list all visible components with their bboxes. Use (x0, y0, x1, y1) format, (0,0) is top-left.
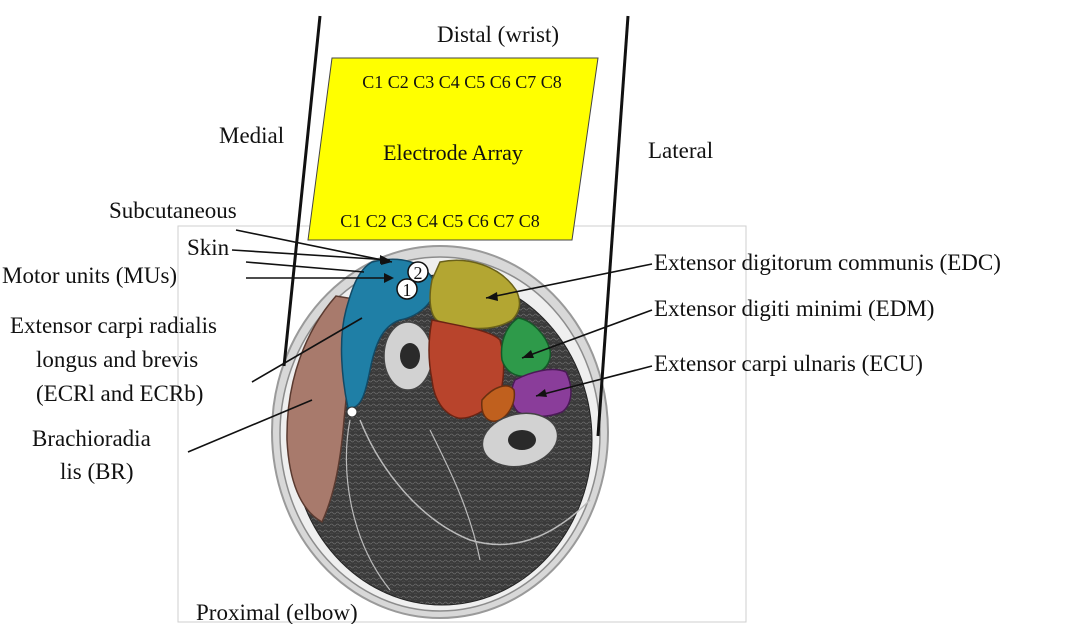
electrode-array-bottom-channels: C1 C2 C3 C4 C5 C6 C7 C8 (340, 211, 540, 231)
electrode-array-top-channels: C1 C2 C3 C4 C5 C6 C7 C8 (362, 72, 562, 92)
distal-label: Distal (wrist) (437, 22, 559, 47)
electrode-array-title: Electrode Array (383, 140, 523, 165)
skin-label: Skin (187, 235, 230, 260)
ulna-marrow (508, 430, 536, 450)
edm-label: Extensor digiti minimi (EDM) (654, 296, 934, 321)
motor-unit-2-number: 2 (414, 263, 423, 283)
radius-marrow (400, 343, 420, 369)
motor-unit-1-number: 1 (403, 280, 412, 300)
motor-units-label: Motor units (MUs) (2, 263, 177, 288)
proximal-label: Proximal (elbow) (196, 600, 358, 624)
ecu-label: Extensor carpi ulnaris (ECU) (654, 351, 923, 376)
subcutaneous-label: Subcutaneous (109, 198, 237, 223)
ecr-label-line2: longus and brevis (36, 347, 198, 372)
edc-label: Extensor digitorum communis (EDC) (654, 250, 1001, 275)
br-label-line2: lis (BR) (60, 459, 133, 484)
vessel (347, 407, 357, 417)
medial-label: Medial (219, 123, 284, 148)
ecr-label-line1: Extensor carpi radialis (10, 313, 217, 338)
br-label-line1: Brachioradia (32, 426, 151, 451)
lateral-label: Lateral (648, 138, 713, 163)
ecr-label-line3: (ECRl and ECRb) (36, 381, 203, 406)
